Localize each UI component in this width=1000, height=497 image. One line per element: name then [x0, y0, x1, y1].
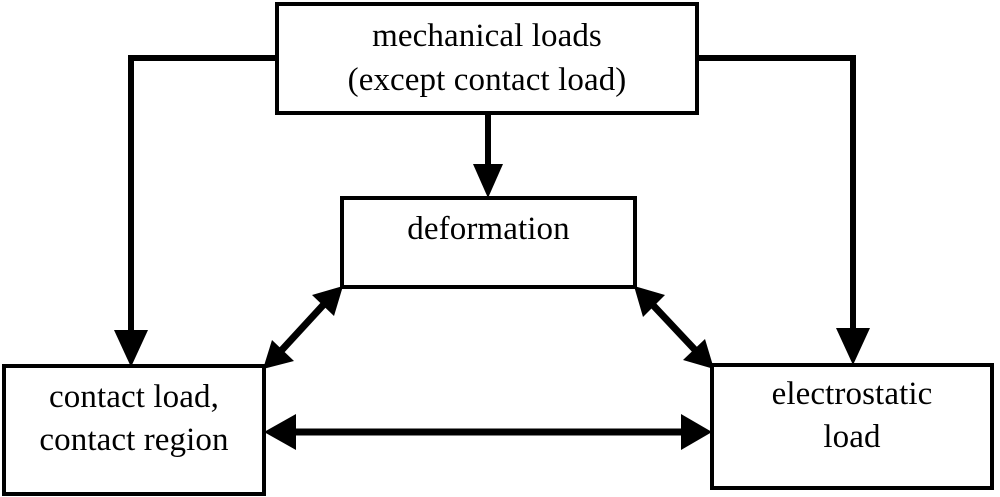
edge-mechanical-to-contact [114, 55, 277, 367]
node-electrostatic-load-label: electrostatic load [771, 376, 933, 455]
node-deformation: deformation [340, 196, 637, 289]
node-electrostatic-load: electrostatic load [710, 363, 994, 490]
node-contact-load-region-label: contact load, contact region [39, 379, 229, 458]
node-mechanical-loads: mechanical loads (except contact load) [275, 2, 699, 115]
node-mechanical-loads-label: mechanical loads (except contact load) [347, 17, 627, 98]
edge-mechanical-to-deformation [473, 113, 503, 198]
edge-contact-deformation [263, 286, 343, 369]
edge-deformation-electrostatic [634, 286, 714, 369]
node-deformation-label: deformation [407, 211, 570, 247]
edge-mechanical-to-electrostatic [697, 55, 870, 365]
edge-contact-electrostatic [264, 414, 712, 450]
node-contact-load-region: contact load, contact region [2, 364, 266, 496]
